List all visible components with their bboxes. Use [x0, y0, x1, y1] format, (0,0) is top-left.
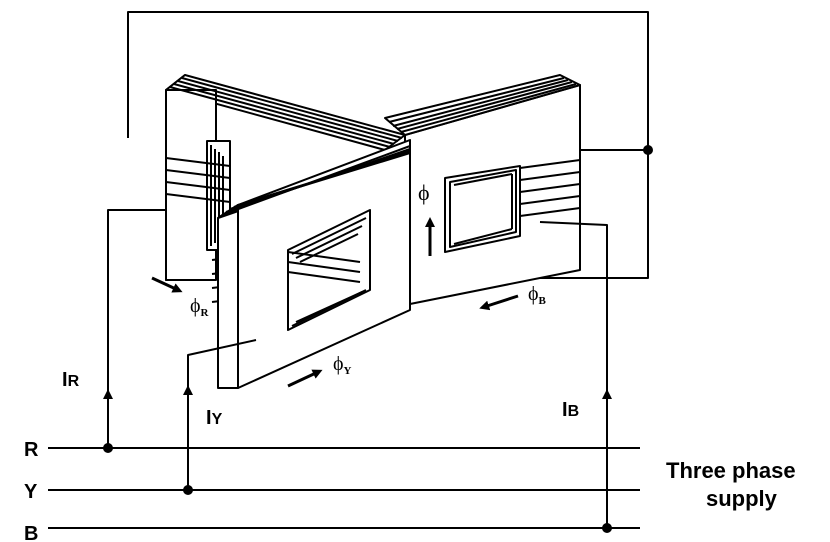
- junction-dot-r: [103, 443, 113, 453]
- phi-r-arrow: [151, 276, 183, 293]
- ir-label: IR: [62, 369, 80, 391]
- b-line-label: B: [24, 523, 38, 542]
- r-lead-wire: [107, 209, 166, 448]
- junction-dot-top: [643, 145, 653, 155]
- phi-y-label: ϕY: [333, 353, 352, 377]
- junction-dot-y: [183, 485, 193, 495]
- r-line-label: R: [24, 439, 39, 461]
- phi-center-label: ϕ: [418, 180, 430, 205]
- core-limb-b: [384, 74, 581, 306]
- y-line-label: Y: [24, 481, 38, 503]
- phi-r-label: ϕR: [190, 295, 210, 319]
- ib-label: IB: [562, 399, 579, 421]
- phi-b-label: ϕB: [528, 283, 547, 307]
- junction-dot-b: [602, 523, 612, 533]
- b-lead-wire: [539, 221, 608, 528]
- core-limb-y: [217, 139, 411, 389]
- iy-label: IY: [206, 407, 223, 429]
- phi-b-arrow: [479, 294, 519, 311]
- supply-caption-line2: supply: [706, 486, 778, 511]
- supply-caption-line1: Three phase: [666, 458, 796, 483]
- y-lead-wire: [187, 339, 257, 490]
- phi-y-arrow: [287, 369, 323, 388]
